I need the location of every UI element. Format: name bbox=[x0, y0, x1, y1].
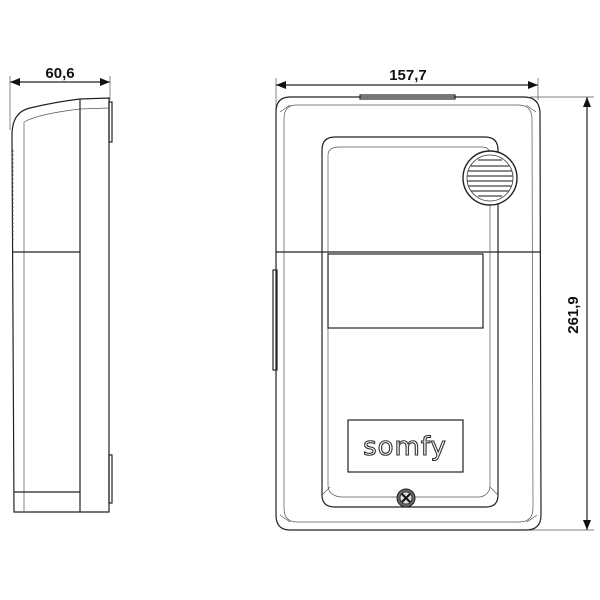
front-panel bbox=[321, 136, 499, 508]
height-label: 261,9 bbox=[565, 296, 582, 334]
housing-outline bbox=[275, 96, 542, 531]
front-view: 157,7 261,9 somfy bbox=[272, 67, 594, 531]
logo-plate bbox=[347, 419, 464, 473]
screw-icon bbox=[396, 488, 416, 508]
depth-label: 60,6 bbox=[45, 65, 74, 82]
speaker-grille bbox=[462, 150, 518, 206]
width-label: 157,7 bbox=[389, 67, 427, 84]
somfy-logo: somfy bbox=[363, 432, 447, 462]
side-view: 60,6 bbox=[9, 65, 113, 513]
display-window bbox=[327, 253, 484, 329]
